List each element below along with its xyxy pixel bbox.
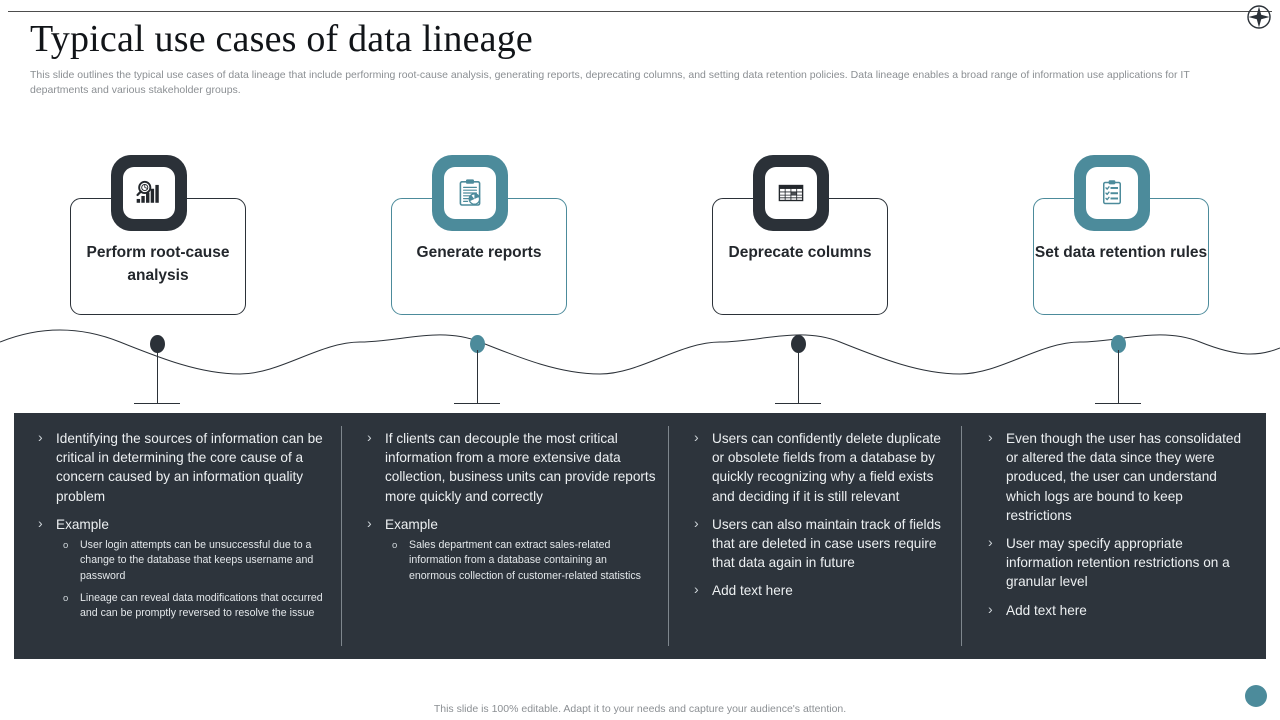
timeline-foot-3: [775, 403, 821, 404]
bullet-text: Even though the user has consolidated or…: [1006, 431, 1242, 523]
column-divider-3: [961, 426, 962, 646]
use-case-card-2[interactable]: Generate reports: [385, 155, 635, 325]
page-title: Typical use cases of data lineage: [30, 18, 533, 60]
bullet-text: Example: [56, 516, 109, 532]
card-label: Perform root-cause analysis: [86, 244, 230, 284]
details-column-1: Identifying the sources of information c…: [30, 428, 332, 631]
timeline-node-1[interactable]: [150, 335, 165, 353]
sub-list-item: Lineage can reveal data modifications th…: [56, 591, 332, 622]
timeline-node-4[interactable]: [1111, 335, 1126, 353]
bullet-text: Add text here: [712, 583, 793, 599]
bullet-text: If clients can decouple the most critica…: [385, 431, 656, 504]
bullet-text: Add text here: [1006, 602, 1087, 618]
bullet-list: Users can confidently delete duplicate o…: [686, 428, 951, 601]
timeline-foot-2: [454, 403, 500, 404]
use-case-card-1[interactable]: Perform root-cause analysis: [64, 155, 314, 325]
card-label: Set data retention rules: [1034, 244, 1208, 261]
clipboard-pie-chart-icon: [444, 167, 496, 219]
timeline-stem-4: [1118, 350, 1119, 403]
bullet-text: Example: [385, 516, 438, 532]
bullet-text: Users can confidently delete duplicate o…: [712, 431, 941, 504]
page-subtitle: This slide outlines the typical use case…: [30, 69, 1190, 96]
header-rule: [8, 11, 1272, 12]
table-grid-icon: [765, 167, 817, 219]
use-case-cards: Perform root-cause analysis: [0, 155, 1280, 325]
sub-list-item: User login attempts can be unsuccessful …: [56, 538, 332, 584]
timeline-stem-1: [157, 350, 158, 403]
timeline-node-3[interactable]: [791, 335, 806, 353]
compass-star-icon: [1244, 2, 1274, 32]
accent-dot: [1245, 685, 1267, 707]
list-item: User may specify appropriate information…: [980, 533, 1245, 592]
card-icon-badge: [753, 155, 829, 231]
details-column-2: If clients can decouple the most critica…: [359, 428, 656, 593]
list-item: If clients can decouple the most critica…: [359, 428, 656, 506]
magnifier-bar-chart-icon: [123, 167, 175, 219]
list-item: Even though the user has consolidated or…: [980, 428, 1245, 525]
timeline-foot-4: [1095, 403, 1141, 404]
bullet-list: Identifying the sources of information c…: [30, 428, 332, 622]
list-item: Example Sales department can extract sal…: [359, 514, 656, 584]
card-icon-badge: [111, 155, 187, 231]
card-label: Generate reports: [416, 244, 542, 261]
details-panel: Identifying the sources of information c…: [14, 413, 1266, 659]
clipboard-checklist-icon: [1086, 167, 1138, 219]
card-label: Deprecate columns: [728, 244, 872, 261]
card-icon-badge: [432, 155, 508, 231]
list-item: Users can confidently delete duplicate o…: [686, 428, 951, 506]
bullet-text: Users can also maintain track of fields …: [712, 516, 941, 571]
timeline-foot-1: [134, 403, 180, 404]
list-item: Users can also maintain track of fields …: [686, 514, 951, 573]
list-item: Identifying the sources of information c…: [30, 428, 332, 506]
column-divider-1: [341, 426, 342, 646]
details-column-3: Users can confidently delete duplicate o…: [686, 428, 951, 610]
timeline-wave: [0, 322, 1280, 414]
bullet-text: Identifying the sources of information c…: [56, 431, 323, 504]
wave-line: [0, 329, 1280, 375]
list-item: Add text here: [980, 600, 1245, 620]
bullet-list: Even though the user has consolidated or…: [980, 428, 1245, 620]
use-case-card-3[interactable]: Deprecate columns: [706, 155, 956, 325]
sub-list-item: Sales department can extract sales-relat…: [385, 538, 656, 584]
timeline-stem-2: [477, 350, 478, 403]
card-icon-badge: [1074, 155, 1150, 231]
sub-bullet-list: User login attempts can be unsuccessful …: [56, 538, 332, 621]
use-case-card-4[interactable]: Set data retention rules: [1027, 155, 1277, 325]
footer-note: This slide is 100% editable. Adapt it to…: [433, 703, 847, 715]
details-column-4: Even though the user has consolidated or…: [980, 428, 1245, 629]
sub-bullet-list: Sales department can extract sales-relat…: [385, 538, 656, 584]
column-divider-2: [668, 426, 669, 646]
bullet-text: User may specify appropriate information…: [1006, 536, 1230, 590]
timeline-node-2[interactable]: [470, 335, 485, 353]
list-item: Add text here: [686, 580, 951, 600]
list-item: Example User login attempts can be unsuc…: [30, 514, 332, 622]
timeline-stem-3: [798, 350, 799, 403]
bullet-list: If clients can decouple the most critica…: [359, 428, 656, 584]
